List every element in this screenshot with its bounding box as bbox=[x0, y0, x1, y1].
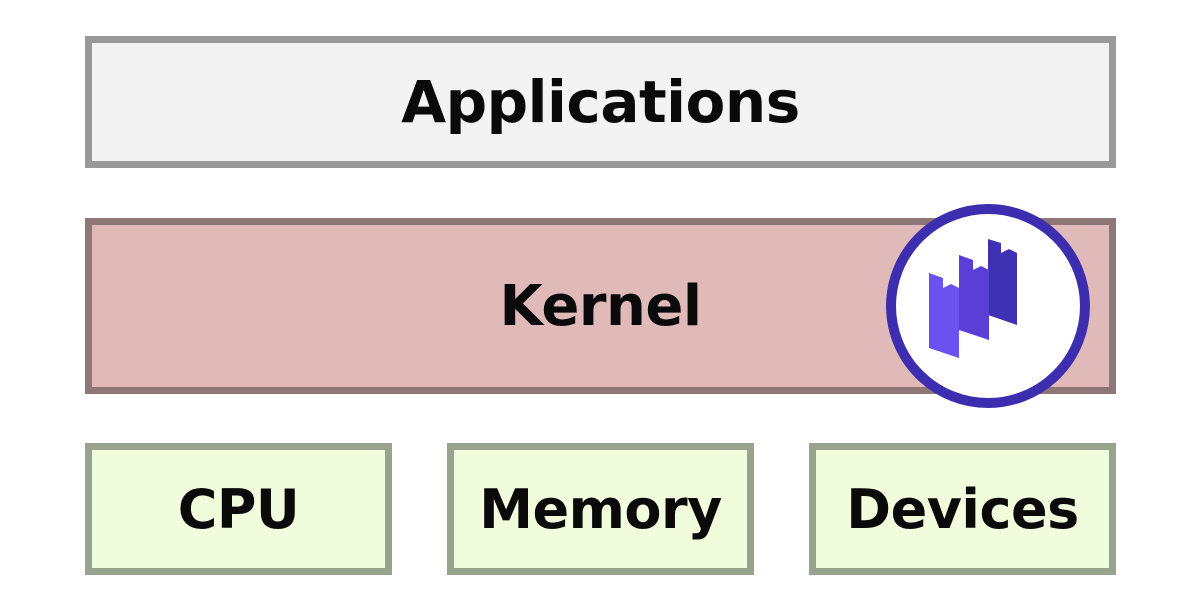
applications-layer: Applications bbox=[85, 36, 1116, 168]
devices-label: Devices bbox=[846, 477, 1079, 541]
logo-block-back bbox=[988, 239, 1017, 325]
kernel-label: Kernel bbox=[499, 273, 702, 339]
logo-block-middle bbox=[959, 255, 989, 340]
cpu-box: CPU bbox=[85, 443, 392, 575]
memory-label: Memory bbox=[479, 477, 722, 541]
applications-label: Applications bbox=[401, 68, 800, 136]
stacked-blocks-logo-icon bbox=[929, 239, 1017, 358]
memory-box: Memory bbox=[447, 443, 754, 575]
logo-block-front bbox=[929, 273, 959, 358]
kernel-logo-badge bbox=[886, 204, 1090, 408]
devices-box: Devices bbox=[809, 443, 1116, 575]
cpu-label: CPU bbox=[177, 477, 300, 541]
